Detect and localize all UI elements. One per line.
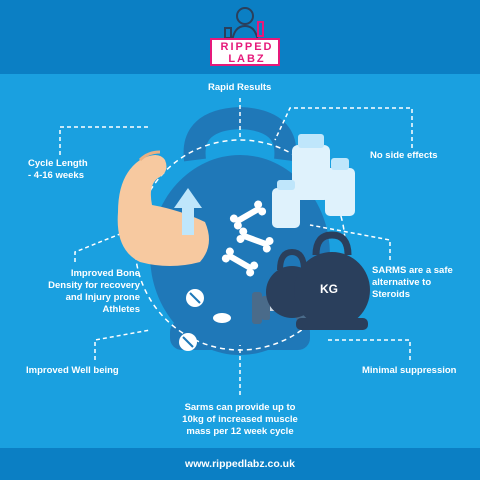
label-bone-density-line-4: Athletes bbox=[102, 304, 140, 315]
label-cycle-length-line-2: - 4-16 weeks bbox=[28, 170, 84, 181]
brand-logo: RIPPED LABZ bbox=[210, 4, 280, 68]
label-well-being: Improved Well being bbox=[26, 365, 119, 376]
connector-lines bbox=[59, 98, 413, 395]
connector-well-being bbox=[94, 329, 151, 360]
label-muscle-gain-line-1: Sarms can provide up to bbox=[184, 402, 296, 413]
bone-icons bbox=[221, 200, 274, 277]
label-cycle-length: Cycle Length - 4-16 weeks bbox=[28, 158, 88, 182]
logo-box: RIPPED LABZ bbox=[210, 38, 280, 66]
supplement-bottles-icon bbox=[272, 134, 355, 228]
label-bone-density-line-3: and Injury prone bbox=[65, 292, 140, 303]
label-bone-density-line-2: Density for recovery bbox=[48, 280, 140, 291]
label-sarms-alternative-line-1: SARMS are a safe bbox=[372, 265, 453, 276]
connector-cycle-length bbox=[59, 126, 150, 155]
growth-arrow-icon bbox=[174, 188, 202, 235]
label-no-side-effects: No side effects bbox=[370, 150, 438, 161]
website-link[interactable]: www.rippedlabz.co.uk bbox=[185, 458, 295, 470]
label-muscle-gain-line-2: 10kg of increased muscle bbox=[182, 414, 298, 425]
footer-band bbox=[0, 448, 480, 480]
connector-bone-density bbox=[74, 227, 136, 262]
logo-line-2: LABZ bbox=[228, 53, 266, 65]
kettlebells-small bbox=[266, 231, 370, 330]
flexed-arm-illustration bbox=[117, 150, 209, 266]
connector-minimal-suppression bbox=[325, 339, 411, 360]
label-rapid-results: Rapid Results bbox=[208, 82, 272, 93]
label-muscle-gain-line-3: mass per 12 week cycle bbox=[186, 426, 294, 437]
pill-icons bbox=[179, 289, 231, 351]
label-bone-density: Improved Bone Density for recovery and I… bbox=[28, 268, 140, 316]
label-sarms-alternative: SARMS are a safe alternative to Steroids bbox=[372, 265, 453, 301]
label-sarms-alternative-line-3: Steroids bbox=[372, 289, 411, 300]
label-minimal-suppression: Minimal suppression bbox=[362, 365, 457, 376]
label-cycle-length-line-1: Cycle Length bbox=[28, 158, 88, 169]
label-sarms-alternative-line-2: alternative to bbox=[372, 277, 432, 288]
kettlebell-kg-text: KG bbox=[320, 282, 338, 296]
label-bone-density-line-1: Improved Bone bbox=[70, 268, 140, 279]
connector-no-side-effects bbox=[274, 107, 413, 148]
label-muscle-gain: Sarms can provide up to 10kg of increase… bbox=[160, 402, 320, 438]
logo-line-1: RIPPED bbox=[220, 41, 274, 53]
scientist-icon bbox=[224, 7, 264, 43]
